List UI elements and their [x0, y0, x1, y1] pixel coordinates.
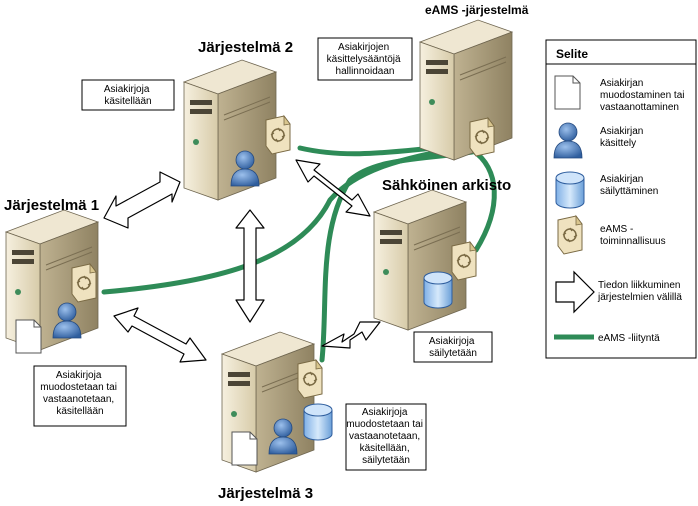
system-2-note: Asiakirjoja käsitellään	[104, 84, 152, 107]
svg-text:Asiakirjan käsittely: Asiakirjan käsittely	[600, 126, 646, 149]
database-icon	[555, 171, 585, 209]
legend-item-user: Asiakirjan käsittely	[553, 122, 646, 159]
system-2: Järjestelmä 2 Asiakirjoja käsitellään	[81, 39, 293, 201]
arrow-s3-archive	[321, 321, 381, 349]
system-3-note: Asiakirjoja muodostetaan tai vastaanotet…	[346, 407, 426, 466]
eams-function-icon	[265, 115, 291, 155]
system-2-title: Järjestelmä 2	[198, 39, 293, 56]
svg-text:Asiakirjan säilyttämin: Asiakirjan säilyttäminen	[600, 174, 658, 197]
data-transfer-arrows	[103, 159, 381, 363]
system-3: Järjestelmä 3 Asiakirjoja muodostetaan t…	[218, 331, 427, 502]
document-icon	[15, 319, 42, 354]
document-icon	[554, 75, 581, 110]
svg-text:eAMS -liityntä: eAMS -liityntä	[598, 333, 660, 344]
eams-function-icon	[469, 117, 495, 157]
eams-note: Asiakirjojen käsittelysääntöjä hallinnoi…	[327, 42, 404, 77]
svg-text:Tiedon liikkuminen jär: Tiedon liikkuminen järjestelmien välillä	[597, 280, 683, 303]
arrow-s1-s2	[103, 171, 181, 229]
database-icon	[303, 403, 333, 441]
legend-item-green-line: eAMS -liityntä	[554, 333, 660, 344]
svg-text:eAMS - toiminnallisuus: eAMS - toiminnallisuus	[600, 224, 666, 247]
eams-function-icon	[297, 359, 323, 399]
eams-title: eAMS -järjestelmä	[425, 3, 529, 17]
legend-item-arrow: Tiedon liikkuminen järjestelmien välillä	[555, 270, 683, 314]
legend-title: Selite	[556, 47, 588, 61]
svg-text:Asiakirjan muodostamin: Asiakirjan muodostaminen tai vastaanotta…	[600, 78, 687, 113]
system-1-note: Asiakirjoja muodostetaan tai vastaanotet…	[40, 370, 120, 417]
eams-function-icon	[71, 263, 97, 303]
arrow-s2-s3	[235, 209, 265, 323]
legend-item-eams-function: eAMS - toiminnallisuus	[557, 215, 666, 255]
legend-item-database: Asiakirjan säilyttäminen	[555, 171, 658, 209]
eams-function-icon	[451, 241, 477, 281]
system-3-title: Järjestelmä 3	[218, 485, 313, 502]
arrow-s2-archive	[295, 159, 371, 217]
arrow-icon	[555, 270, 595, 314]
system-1-title: Järjestelmä 1	[4, 197, 99, 214]
legend: Selite Asiakirjan muodostaminen tai vast…	[545, 39, 697, 359]
system-1: Järjestelmä 1 Asiakirjoja muodostetaan t…	[4, 197, 127, 427]
arrow-s1-s3	[113, 307, 207, 363]
archive-note: Asiakirjoja säilytetään	[429, 336, 477, 359]
archive-title: Sähköinen arkisto	[382, 177, 511, 194]
database-icon	[423, 271, 453, 309]
document-icon	[231, 431, 258, 466]
interface-eams-s3	[319, 149, 475, 363]
eams-function-icon	[557, 215, 583, 255]
electronic-archive: Sähköinen arkisto Asiakirjoja säilytetää…	[373, 177, 511, 363]
legend-item-document: Asiakirjan muodostaminen tai vastaanotta…	[554, 75, 687, 113]
interface-eams-archive	[469, 147, 497, 253]
eams-system: eAMS -järjestelmä Asiakirjojen käsittely…	[317, 3, 529, 161]
